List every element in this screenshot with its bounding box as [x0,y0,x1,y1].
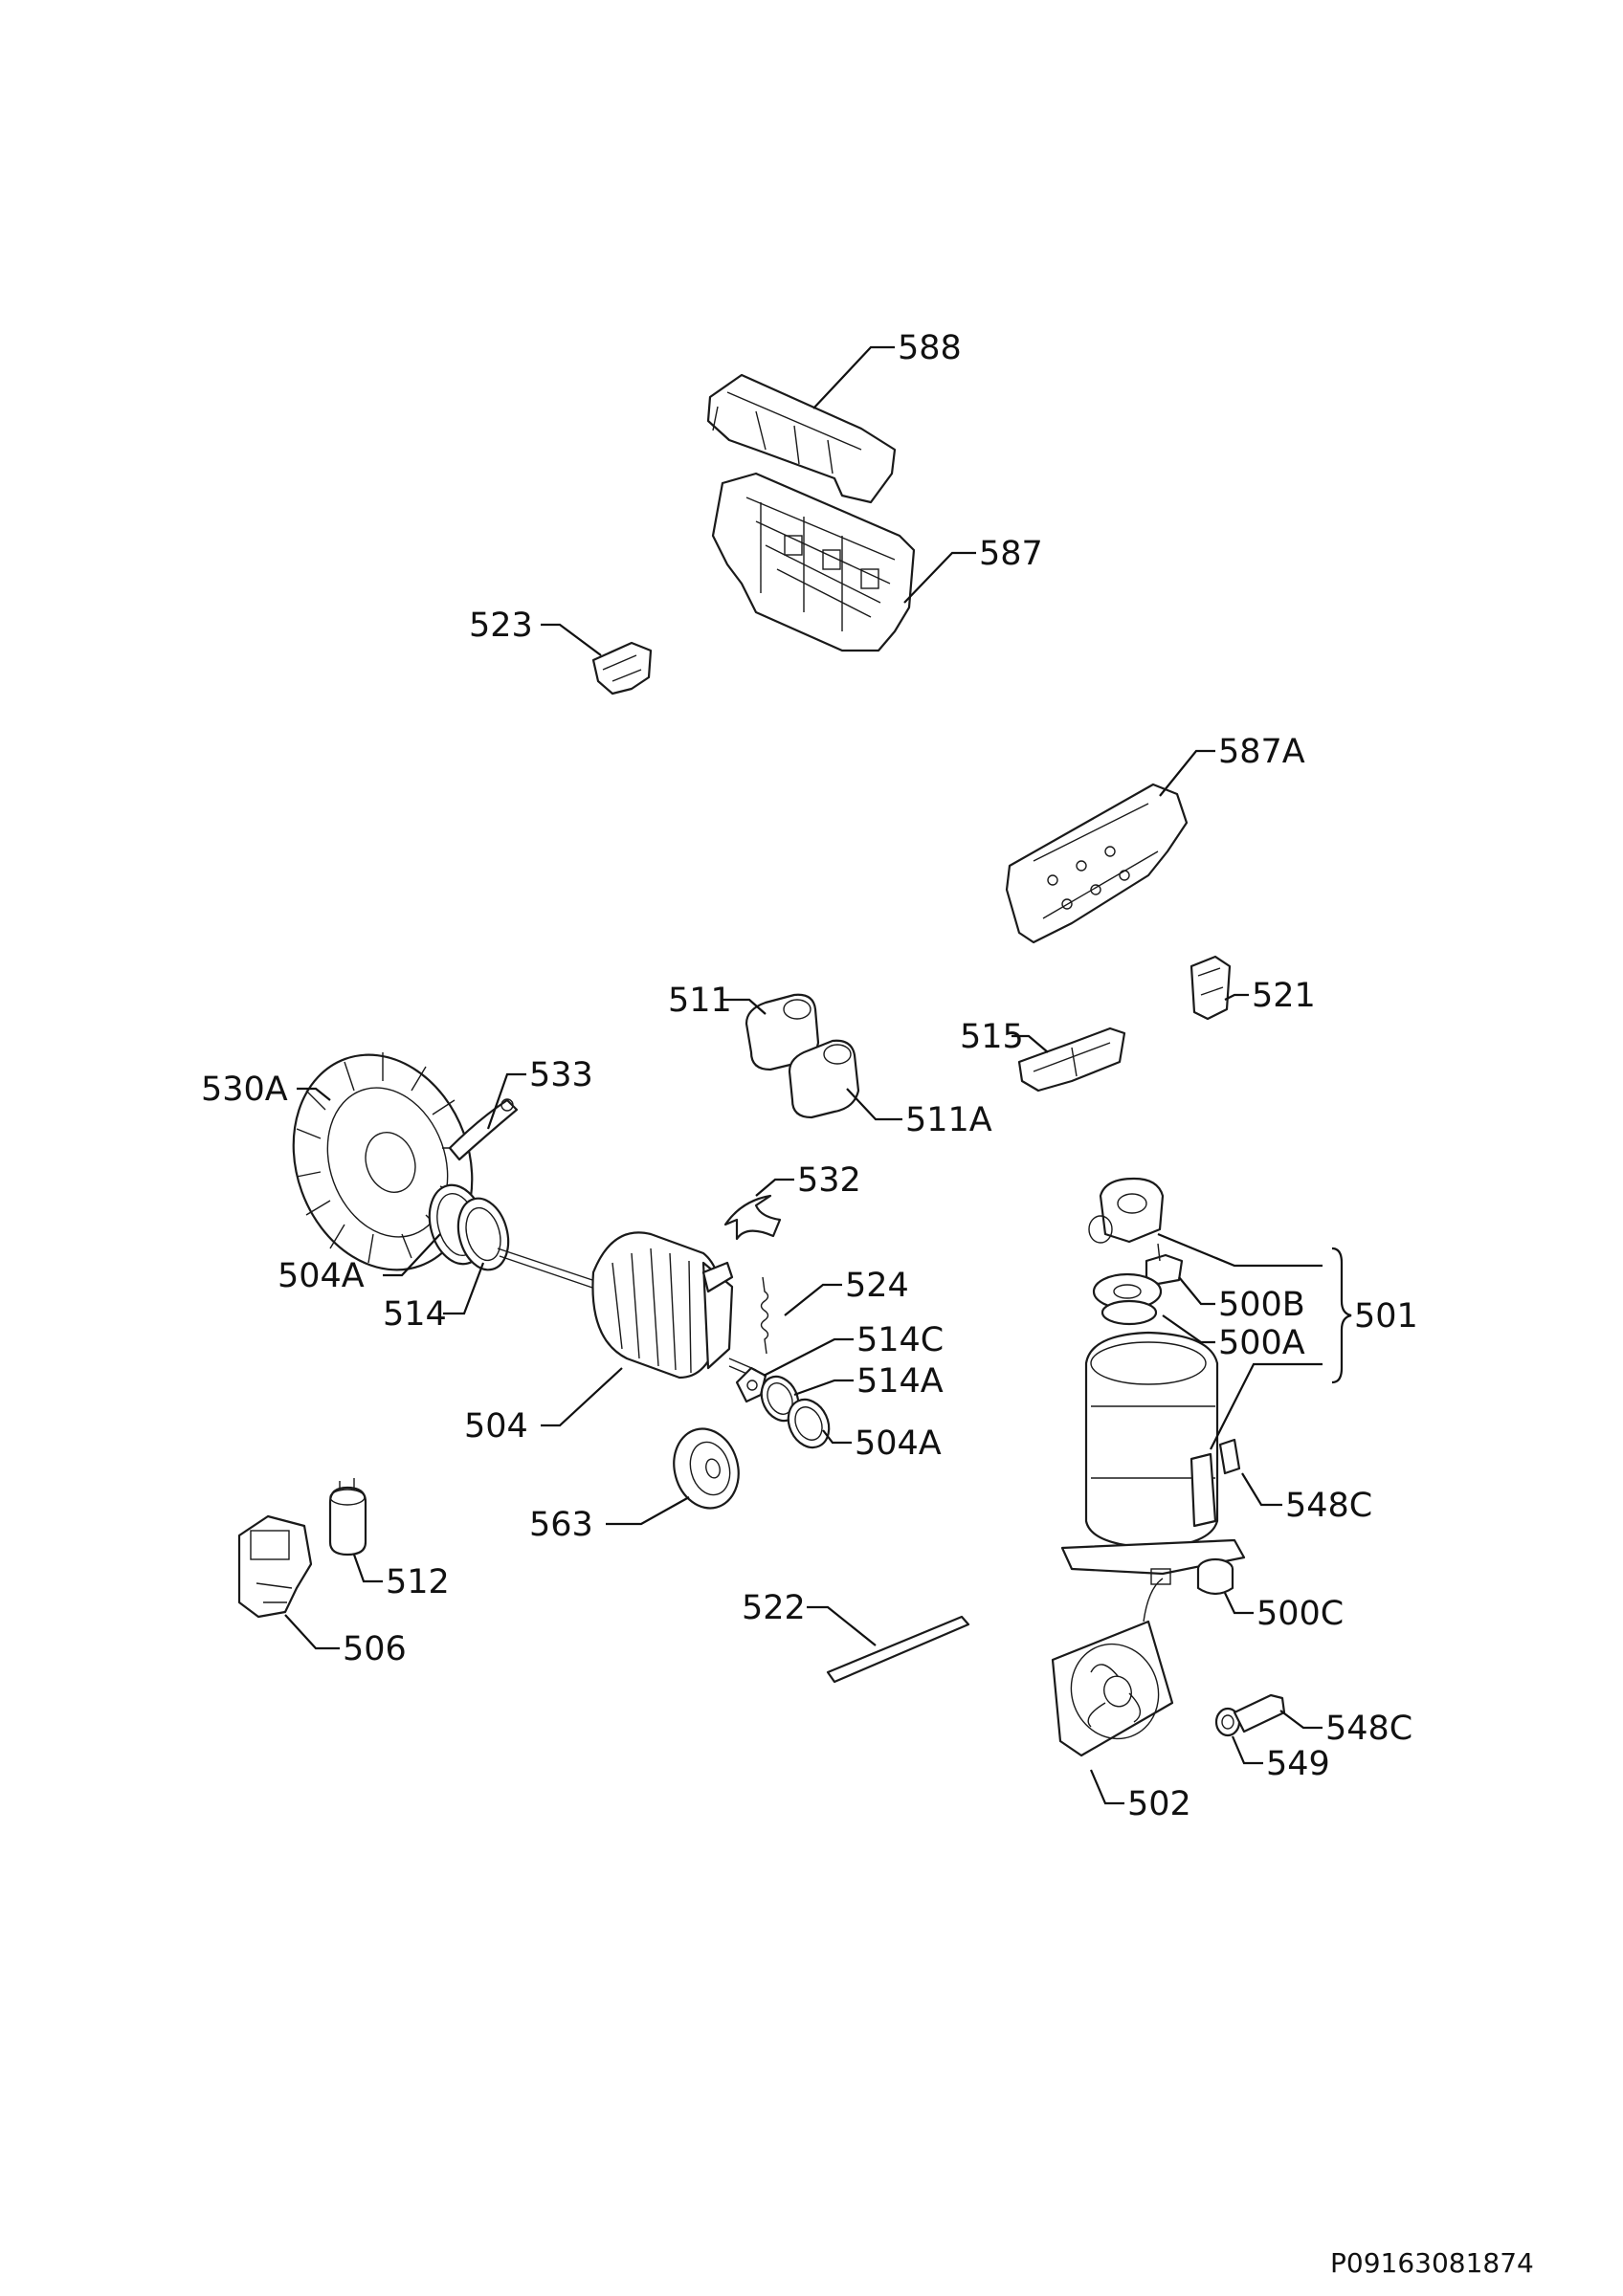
part-500A-gasket [1092,1272,1163,1326]
part-548C-sensor-upper [1218,1438,1241,1475]
part-504A-ring-right [787,1398,831,1449]
label-504: 504 [464,1407,528,1446]
label-563: 563 [529,1506,593,1544]
part-511A-capacitor [788,1039,860,1119]
part-506-pump [237,1514,313,1619]
label-549: 549 [1266,1745,1330,1783]
label-548C-lower: 548C [1325,1710,1412,1748]
label-502: 502 [1127,1785,1191,1823]
part-500C-grommet [1196,1557,1234,1596]
label-548C-upper: 548C [1285,1487,1372,1525]
label-500C: 500C [1256,1595,1344,1633]
part-587-board [711,472,916,652]
label-511A: 511A [905,1101,992,1139]
label-588: 588 [898,329,962,367]
part-523-clip [591,641,653,695]
label-587: 587 [979,535,1043,573]
part-588-cover [706,373,897,504]
part-530A-fan-wheel [292,1052,474,1271]
part-502-fan [1051,1568,1174,1757]
label-523: 523 [469,607,533,645]
leader-lines [284,345,1352,1805]
label-532: 532 [797,1161,861,1200]
label-514: 514 [383,1295,447,1334]
label-524: 524 [845,1267,909,1305]
label-500A: 500A [1218,1324,1305,1362]
label-500B: 500B [1218,1286,1305,1324]
drawing-code: P09163081874 [1330,2247,1534,2279]
part-522-strip [826,1615,970,1684]
label-506: 506 [343,1630,407,1668]
part-504-motor [497,1231,757,1380]
part-515-connector [1017,1027,1126,1093]
part-532-cover [723,1194,782,1241]
part-compressor-body [1060,1331,1246,1576]
label-504A-right: 504A [855,1424,942,1463]
label-515: 515 [960,1018,1024,1056]
part-533-bracket [448,1098,519,1161]
label-521: 521 [1252,977,1316,1015]
part-524-spring [760,1276,769,1355]
label-533: 533 [529,1056,593,1094]
part-514-ring-left [456,1197,510,1271]
part-521-switch [1189,955,1232,1021]
part-512-capacitor [328,1478,367,1556]
label-504A-left: 504A [278,1257,365,1295]
label-522: 522 [742,1589,806,1627]
label-530A: 530A [201,1071,288,1109]
part-501-compressor-kit [1088,1177,1165,1244]
part-548C-sensor-lower [1233,1693,1286,1733]
label-501: 501 [1354,1297,1418,1336]
part-563-pulley [673,1427,740,1510]
label-514C: 514C [856,1321,944,1359]
label-587A: 587A [1218,733,1305,771]
part-500B-grommet [1145,1243,1184,1286]
label-512: 512 [386,1563,450,1601]
part-587A-display-board [1005,783,1189,944]
label-511: 511 [668,982,732,1020]
callout-labels: 588 587 523 587A 521 511 511A 515 530A 5… [201,329,1418,1823]
label-514A: 514A [856,1362,944,1401]
